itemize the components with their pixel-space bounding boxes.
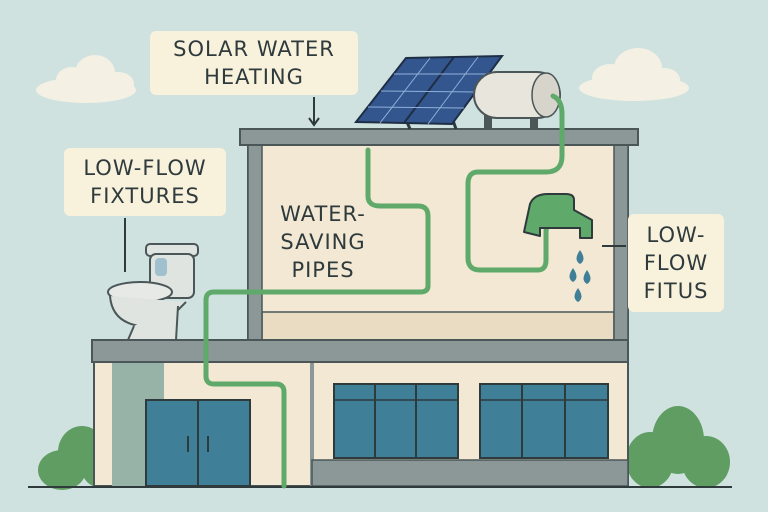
solar-label-line-1: SOLAR WATER: [173, 37, 335, 61]
low-flow-fitus-label: LOW- FLOW FITUS: [628, 214, 724, 312]
water-saving-pipes: [203, 93, 565, 489]
pipes-label-line-3: PIPES: [291, 258, 355, 282]
pipes-label-line-2: SAVING: [280, 230, 366, 254]
pipes-label-line-1: WATER-: [280, 202, 366, 226]
roof-slab: [239, 128, 639, 146]
solar-water-heating-label: SOLAR WATER HEATING: [150, 31, 358, 95]
water-tank-icon: [473, 71, 561, 130]
lower-wall-base: [311, 459, 629, 487]
fixtures-label-line-1: LOW-FLOW: [83, 156, 207, 180]
window-icon: [479, 383, 609, 459]
bush-icon: [626, 406, 730, 488]
lower-wall-divider: [310, 362, 314, 486]
faucet-icon: [523, 193, 593, 239]
low-flow-fixtures-label: LOW-FLOW FIXTURES: [64, 148, 226, 216]
solar-panel-icon: [353, 54, 505, 130]
flow-label-line-3: FITUS: [643, 279, 709, 303]
left-pillar: [247, 141, 263, 343]
water-drop-icon: [569, 250, 591, 302]
door-icon: [145, 399, 251, 487]
water-saving-pipes-label: WATER- SAVING PIPES: [268, 200, 378, 284]
upper-wall-band: [261, 311, 615, 343]
window-icon: [333, 383, 459, 459]
label-connectors: [124, 97, 626, 272]
cloud-icon: [36, 55, 136, 103]
solar-label-line-2: HEATING: [204, 65, 304, 89]
upper-floor-wall: [247, 141, 629, 343]
toilet-icon: [107, 243, 199, 341]
fixtures-label-line-2: FIXTURES: [90, 184, 200, 208]
cloud-icon: [579, 48, 689, 101]
right-pillar: [613, 141, 629, 343]
balcony-slab: [91, 339, 629, 363]
flow-label-line-2: FLOW: [643, 251, 709, 275]
flow-label-line-1: LOW-: [646, 223, 706, 247]
